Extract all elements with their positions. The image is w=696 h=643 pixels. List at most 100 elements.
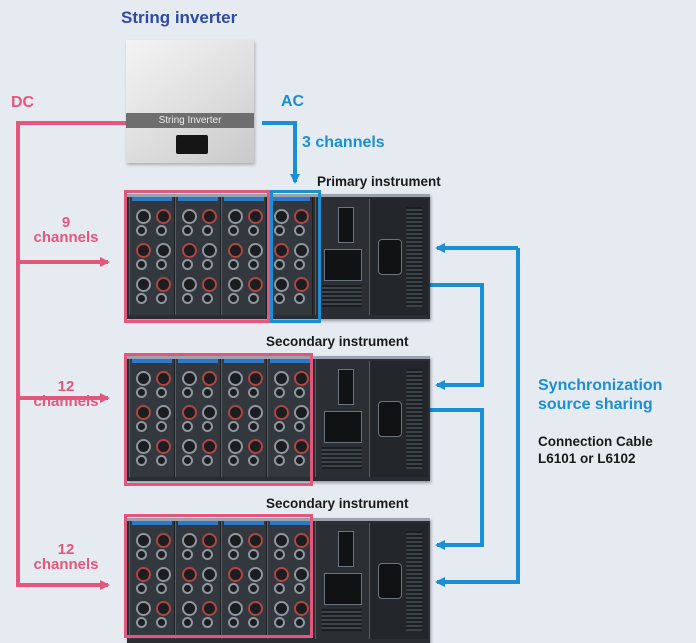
input-jack	[274, 455, 285, 466]
input-jack	[294, 209, 309, 224]
string-inverter-image: String Inverter	[126, 40, 254, 163]
control-unit	[315, 359, 368, 477]
input-jack	[202, 243, 217, 258]
ac-channels-label: 3 channels	[302, 134, 385, 151]
input-jack	[228, 533, 243, 548]
input-jack	[156, 243, 171, 258]
input-jack	[182, 567, 197, 582]
input-jack	[274, 387, 285, 398]
channel-count-label: 12 channels	[24, 542, 108, 572]
cable-label-line2: L6101 or L6102	[538, 451, 636, 466]
instrument-unit	[127, 356, 430, 481]
input-module	[175, 197, 221, 315]
input-jack	[182, 293, 193, 304]
channel-count-number: 12	[57, 541, 75, 558]
input-jack	[156, 421, 167, 432]
sync-label-line1: Synchronization	[538, 377, 663, 394]
input-jack	[182, 387, 193, 398]
input-jack	[248, 293, 259, 304]
module-strip	[270, 359, 310, 363]
input-jack	[228, 549, 239, 560]
instrument-unit	[127, 194, 430, 319]
input-module	[267, 521, 313, 639]
sync-wiring	[430, 243, 520, 587]
module-strip	[178, 359, 218, 363]
channel-count-word: channels	[33, 229, 99, 246]
input-jack	[202, 567, 217, 582]
input-jack	[248, 371, 263, 386]
control-display	[338, 207, 354, 243]
input-jack	[156, 259, 167, 270]
control-panel	[324, 249, 362, 281]
sync-label-line2: source sharing	[538, 396, 653, 413]
primary-instrument-label: Primary instrument	[317, 174, 441, 189]
dc-module-highlight	[124, 190, 270, 323]
input-module	[175, 521, 221, 639]
input-jack	[182, 243, 197, 258]
dc-module-highlight	[124, 353, 313, 486]
input-module	[221, 359, 267, 477]
module-strip	[270, 521, 310, 525]
input-jack	[136, 243, 151, 258]
dc-label: DC	[11, 94, 35, 111]
input-jack	[202, 371, 217, 386]
input-jack	[156, 439, 171, 454]
channel-count-label: 12 channels	[24, 379, 108, 409]
input-jack	[182, 601, 197, 616]
input-jack	[202, 439, 217, 454]
input-jack	[274, 439, 289, 454]
input-jack	[248, 277, 263, 292]
input-module	[221, 197, 267, 315]
input-jack	[136, 455, 147, 466]
power-unit	[369, 199, 428, 315]
control-vent	[322, 609, 362, 631]
input-jack	[274, 371, 289, 386]
input-jack	[228, 421, 239, 432]
input-jack	[156, 617, 167, 628]
input-jack	[294, 439, 309, 454]
module-strip	[132, 197, 172, 201]
input-jack	[248, 405, 263, 420]
input-jack	[136, 567, 151, 582]
input-jack	[136, 209, 151, 224]
input-jack	[136, 583, 147, 594]
input-jack	[202, 617, 213, 628]
input-jack	[136, 533, 151, 548]
input-jack	[274, 567, 289, 582]
input-jack	[136, 387, 147, 398]
input-jack	[156, 601, 171, 616]
input-jack	[228, 405, 243, 420]
input-jack	[136, 277, 151, 292]
input-jack	[248, 601, 263, 616]
instrument-unit	[127, 518, 430, 643]
input-jack	[248, 455, 259, 466]
input-jack	[274, 209, 289, 224]
input-jack	[294, 549, 305, 560]
input-jack	[202, 601, 217, 616]
input-jack	[202, 549, 213, 560]
input-jack	[294, 225, 305, 236]
input-jack	[156, 549, 167, 560]
input-jack	[274, 583, 285, 594]
sync-label: Synchronization source sharing	[538, 376, 662, 414]
inverter-label: String Inverter	[126, 113, 254, 128]
ac-label: AC	[281, 93, 305, 110]
ac-module-highlight	[270, 190, 321, 323]
control-display	[338, 531, 354, 567]
input-module	[129, 359, 175, 477]
channel-count-number: 12	[57, 378, 75, 395]
secondary-instrument-label: Secondary instrument	[266, 334, 409, 349]
input-jack	[248, 439, 263, 454]
input-jack	[182, 617, 193, 628]
input-jack	[182, 583, 193, 594]
power-unit	[369, 361, 428, 477]
input-jack	[248, 549, 259, 560]
input-jack	[136, 549, 147, 560]
input-jack	[274, 533, 289, 548]
input-jack	[248, 259, 259, 270]
control-display	[338, 369, 354, 405]
input-jack	[248, 583, 259, 594]
secondary-instrument-label: Secondary instrument	[266, 496, 409, 511]
input-jack	[182, 405, 197, 420]
module-strip	[178, 521, 218, 525]
